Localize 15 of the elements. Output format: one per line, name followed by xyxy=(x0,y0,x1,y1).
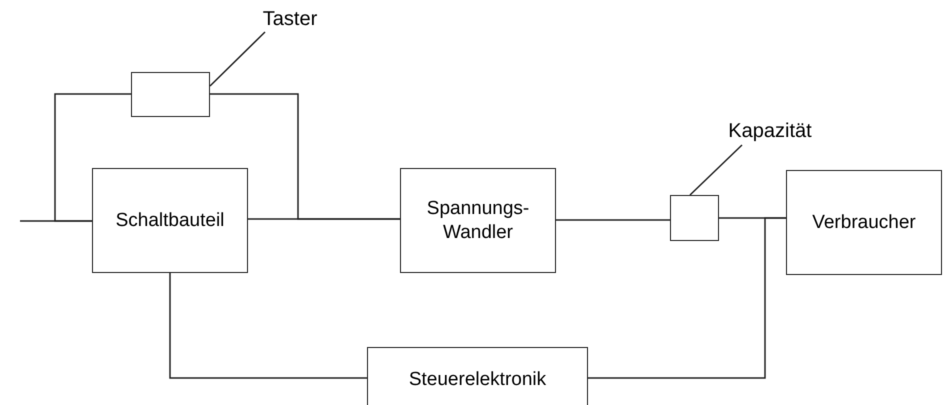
wire xyxy=(54,93,131,222)
leader-line xyxy=(689,144,743,196)
wire xyxy=(248,218,400,220)
block-box: Schaltbauteil xyxy=(92,168,248,273)
wire xyxy=(556,219,670,221)
wire xyxy=(588,217,786,379)
block-box: Spannungs- Wandler xyxy=(400,168,556,273)
component-box xyxy=(131,72,210,117)
component-box xyxy=(670,195,719,241)
wire xyxy=(169,273,367,379)
component-label: Kapazität xyxy=(708,117,832,145)
block-box: Verbraucher xyxy=(786,170,942,275)
leader-line xyxy=(209,31,266,87)
block-box: Steuerelektronik xyxy=(367,347,588,405)
component-label: Taster xyxy=(250,6,330,32)
